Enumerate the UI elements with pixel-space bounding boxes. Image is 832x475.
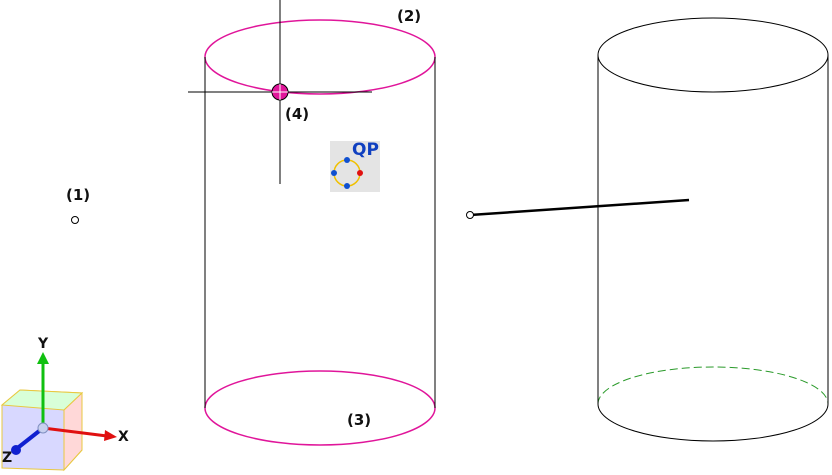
z-axis (13, 426, 45, 452)
label-top-edge: (2) (397, 7, 422, 25)
point-1[interactable] (71, 216, 79, 224)
qp-icon-text: QP (352, 140, 379, 160)
cylinder-right[interactable] (597, 17, 829, 442)
bottom-edge-highlighted[interactable] (204, 370, 436, 446)
quadrant-point-snap-icon[interactable]: QP (330, 140, 380, 192)
axis-triad[interactable] (0, 352, 117, 472)
x-axis-label: X (118, 429, 129, 445)
rubber-band-line (466, 198, 690, 219)
bottom-edge-back-dashed (597, 366, 829, 405)
label-snap-point: (4) (285, 105, 310, 123)
crosshair-cursor (188, 0, 372, 184)
z-axis-label: Z (2, 450, 13, 466)
top-edge-highlighted[interactable] (204, 19, 436, 95)
y-axis-label: Y (38, 336, 49, 352)
x-axis (42, 426, 108, 438)
bottom-edge-front (597, 403, 829, 442)
top-edge (597, 17, 829, 93)
label-bottom-edge: (3) (347, 411, 372, 429)
cylinder-left[interactable] (204, 19, 436, 446)
label-point-1: (1) (66, 186, 91, 204)
